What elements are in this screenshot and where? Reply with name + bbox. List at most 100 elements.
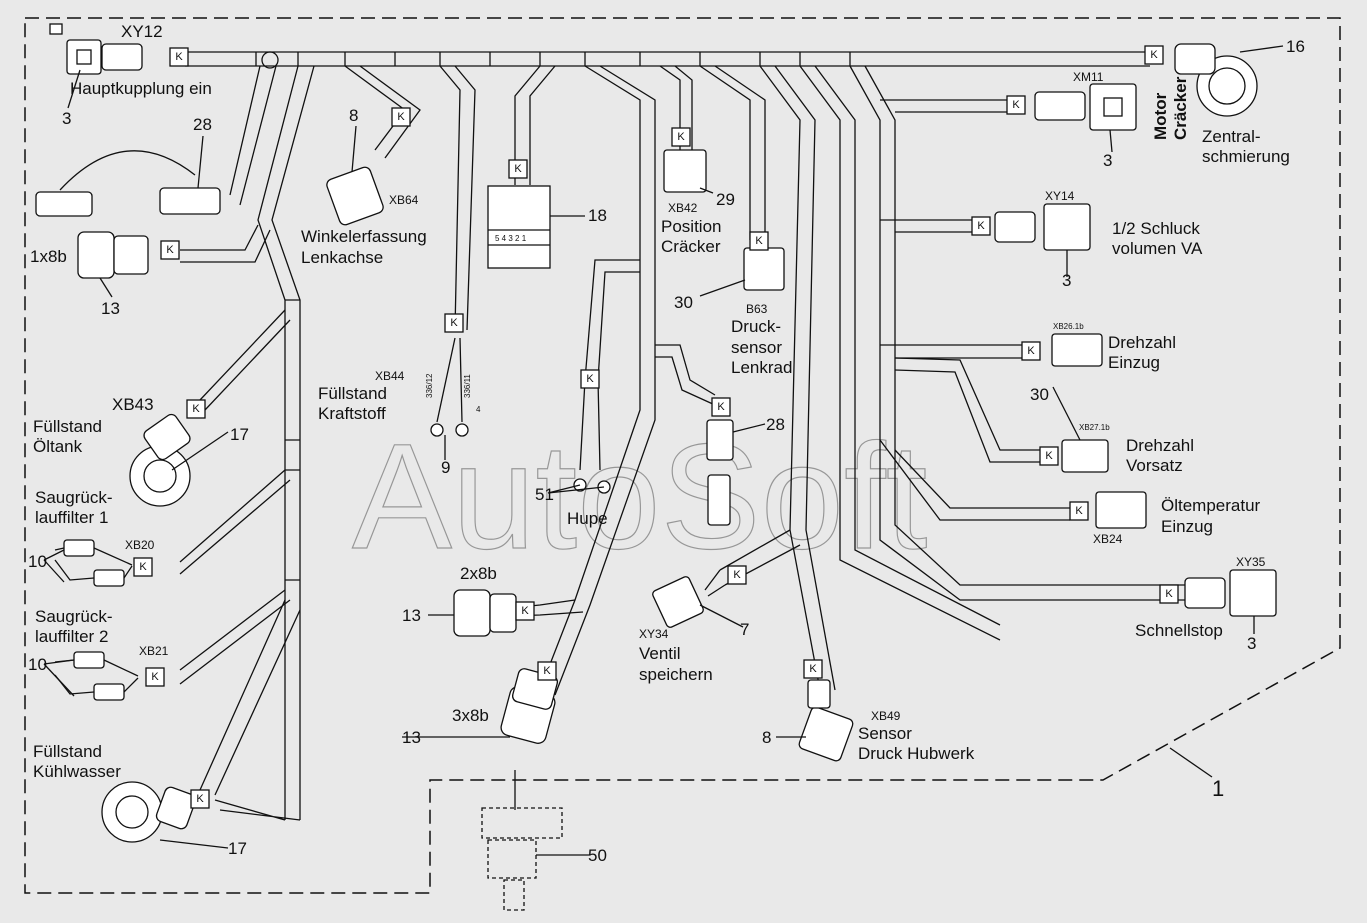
k-mark: K [755,235,763,247]
leader-lines [43,45,1284,856]
labels-druck-3: Lenkrad [731,358,792,377]
labels-xm11: XM11 [1073,70,1104,84]
labels: XY12 Hauptkupplung ein 3 28 8 XB64 Winke… [28,22,1305,865]
labels-saug2-1: Saugrück- [35,607,112,626]
labels-drehzahl-vorsatz-1: Drehzahl [1126,436,1194,455]
harness-boundary [24,17,1341,894]
labels-n18: 18 [588,206,607,225]
labels-zentral-2: schmierung [1202,147,1290,166]
labels-xy14: XY14 [1045,189,1075,203]
labels-schnellstop: Schnellstop [1135,621,1223,640]
labels-pins: 5 4 3 2 1 [495,234,527,243]
labels-n3-d: 3 [1247,634,1256,653]
labels-n30-a: 30 [674,293,693,312]
labels-n17-b: 17 [228,839,247,858]
k-mark: K [514,163,522,175]
labels-b63: B63 [746,302,768,316]
labels-n10-a: 10 [28,552,47,571]
k-mark: K [175,51,183,63]
labels-fuellstand-kraft-2: Kraftstoff [318,404,386,423]
labels-n7: 7 [740,620,749,639]
connector-xy35 [1229,569,1277,617]
k-mark: K [1165,588,1173,600]
labels-fuellstand-oel-1: Füllstand [33,417,102,436]
k-mark: K [677,131,685,143]
labels-n29: 29 [716,190,735,209]
labels-oeltemp-2: Einzug [1161,517,1213,536]
labels-schluck-2: volumen VA [1112,239,1203,258]
labels-drehzahl-einzug-1: Drehzahl [1108,333,1176,352]
labels-n51: 51 [535,485,554,504]
labels-n3-c: 3 [1062,271,1071,290]
labels-druck-1: Druck- [731,317,781,336]
labels-n17-a: 17 [230,425,249,444]
connector-xb24 [1095,491,1147,529]
labels-drehzahl-vorsatz-2: Vorsatz [1126,456,1183,475]
connector-xb26 [1051,333,1103,367]
labels-sensor-hub-2: Druck Hubwerk [858,744,975,763]
labels-xb27: XB27.1b [1079,423,1110,432]
labels-n28-b: 28 [766,415,785,434]
k-mark: K [733,569,741,581]
labels-sensor-hub-1: Sensor [858,724,912,743]
label-xy12: XY12 [121,22,163,41]
labels-n13-b: 13 [402,606,421,625]
labels-hupe: Hupe [567,509,608,528]
labels-n3x8b: 3x8b [452,706,489,725]
k-mark: K [586,373,594,385]
labels-n13-c: 13 [402,728,421,747]
harness-wires [179,51,1190,821]
labels-n10-b: 10 [28,655,47,674]
labels-motor-1: Motor [1151,92,1170,140]
k-mark: K [192,403,200,415]
labels-n4: 4 [476,405,481,414]
k-mark: K [1027,345,1035,357]
k-mark: K [543,665,551,677]
k-mark: K [1075,505,1083,517]
connector-xb20-b [93,569,125,587]
labels-n3-b: 3 [1103,151,1112,170]
connector-xy14 [1043,203,1091,251]
labels-fuell-kuehl-2: Kühlwasser [33,762,121,781]
labels-n8-a: 8 [349,106,358,125]
labels-ventil-2: speichern [639,665,713,684]
k-mark: K [151,671,159,683]
labels-n9: 9 [441,458,450,477]
connector-xb27 [1061,439,1109,473]
labels-tag-b: 336/11 [463,374,472,398]
labels-winkelerfassung-2: Lenkachse [301,248,383,267]
connector-xm11-plug [1034,91,1086,121]
labels-xb20: XB20 [125,538,155,552]
labels-xy35: XY35 [1236,555,1266,569]
watermark: AutoSoft [352,412,927,580]
connector-xb21-b [93,683,125,701]
connector-xb64 [326,166,384,226]
connector-18 [487,185,551,269]
connector-1x8b [77,231,115,279]
k-mark: K [521,605,529,617]
labels-fuell-kuehl-1: Füllstand [33,742,102,761]
k-mark: K [397,111,405,123]
label-hauptkupplung: Hauptkupplung ein [70,79,212,98]
labels-saug1-2: lauffilter 1 [35,508,108,527]
connectors [35,23,1277,911]
k-mark: K [1012,99,1020,111]
connector-b63 [743,247,785,291]
labels-motor-2: Cräcker [1171,76,1190,140]
labels-n13-a: 13 [101,299,120,318]
labels-n2x8b: 2x8b [460,564,497,583]
connector-28-left [35,191,93,217]
labels-tag-a: 336/12 [425,373,434,398]
labels-xb42: XB42 [668,201,698,215]
labels-xb64: XB64 [389,193,419,207]
labels-n16: 16 [1286,37,1305,56]
k-mark: K [196,793,204,805]
labels-position-2: Cräcker [661,237,721,256]
connector-28-right [159,187,221,215]
labels-n3-a: 3 [62,109,71,128]
k-clips: K K K K K K K K K K K K K K K K K K K K … [133,45,1179,809]
k-mark: K [717,401,725,413]
connector-xb42 [663,149,707,193]
labels-n1: 1 [1212,776,1224,801]
